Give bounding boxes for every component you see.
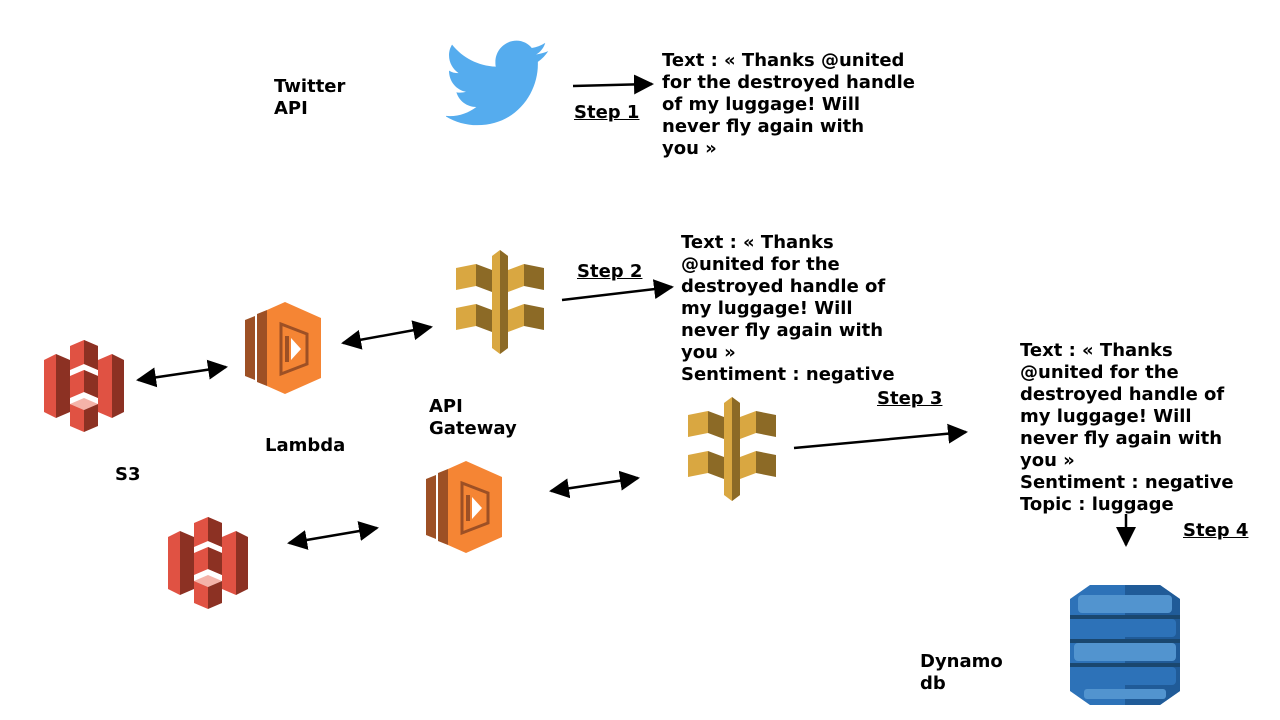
sentiment-text-block: Text : « Thanks @united for the destroye… <box>681 232 895 385</box>
api-gateway-label: API Gateway <box>429 396 517 439</box>
lambda-label: Lambda <box>265 435 346 456</box>
step-3-label: Step 3 <box>877 388 943 409</box>
s3-label: S3 <box>115 464 141 485</box>
arrow-lambda-gateway-2 <box>549 470 640 499</box>
dynamodb-icon <box>1070 585 1180 705</box>
api-gateway-icon <box>688 397 776 501</box>
twitter-bird-icon <box>446 40 549 126</box>
arrow-gateway-to-topic <box>793 423 968 450</box>
api-gateway-icon <box>456 250 544 354</box>
step-1-label: Step 1 <box>574 102 640 123</box>
step-4-label: Step 4 <box>1183 520 1249 541</box>
arrow-twitter-to-text <box>572 74 654 95</box>
lambda-icon <box>245 302 321 394</box>
tweet-text-block: Text : « Thanks @united for the destroye… <box>662 50 916 159</box>
s3-icon <box>168 517 248 609</box>
s3-icon <box>44 340 124 432</box>
arrow-s3-lambda-2 <box>287 521 379 550</box>
twitter-api-label: Twitter API <box>274 76 346 119</box>
arrow-gateway-to-sentiment <box>561 279 674 302</box>
step-2-label: Step 2 <box>577 261 643 282</box>
arrow-s3-lambda-1 <box>136 359 228 388</box>
topic-text-block: Text : « Thanks @united for the destroye… <box>1020 340 1234 515</box>
lambda-icon <box>426 461 502 553</box>
arrow-lambda-gateway-1 <box>341 320 433 350</box>
dynamodb-label: Dynamo db <box>920 651 1003 694</box>
